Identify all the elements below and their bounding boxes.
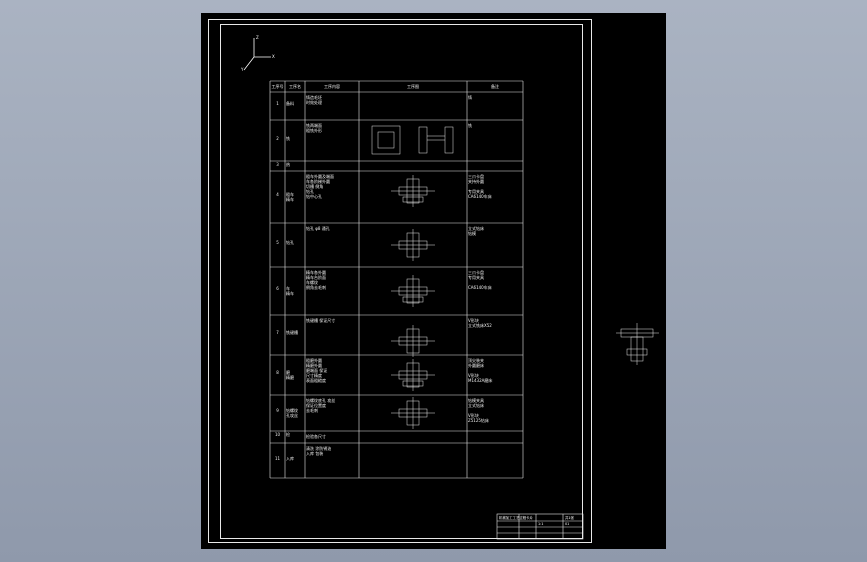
- table-row-7-name: 磨 精磨: [286, 370, 294, 380]
- table-row-2-note: [468, 164, 522, 172]
- table-row-9-name: 检: [286, 432, 290, 437]
- table-row-2-name: 热: [286, 162, 290, 167]
- axis-x-label: X: [272, 54, 275, 59]
- table-row-7-no: 8: [276, 370, 279, 375]
- table-row-5-content: 精车各外圆 精车台阶面 车螺纹 倒角去毛刺: [306, 270, 326, 290]
- table-row-1-name: 铣: [286, 135, 290, 141]
- table-row-2-content: [306, 164, 358, 172]
- drawing-canvas: Z X Y 机械加工工艺过程卡片 共1张 01 1:1 工序号工: [201, 13, 666, 549]
- table-row-3-note: 三爪卡盘 夹持外圆 专用夹具 CA6140车床: [468, 174, 492, 199]
- table-row-5-note: 三爪卡盘 专用夹具 CA6140车床: [468, 270, 492, 290]
- sketch-shaft-step-8: [402, 380, 424, 387]
- drawing-border-inner: [220, 24, 583, 539]
- table-row-8-note: 钻模夹具 立式钻床 V形块 Z5125钻床: [468, 398, 489, 423]
- table-row-10-content: 清洗 涂防锈油 入库 包装: [306, 446, 332, 456]
- table-header-0: 工序号: [271, 84, 284, 89]
- table-row-7-content: 粗磨外圆 精磨外圆 磨端面 保证 尺寸精度 表面粗糙度: [306, 358, 328, 383]
- table-header-2: 工序内容: [324, 84, 340, 89]
- title-block-sheet: 共1张: [565, 515, 575, 520]
- title-block-scale: 1:1: [538, 522, 543, 526]
- sketch-cross-left: [418, 126, 428, 154]
- table-row-7-note: 顶尖装夹 外圆磨床 V形块 M1432A磨床: [468, 358, 493, 383]
- cad-drawing: Z X Y 机械加工工艺过程卡片 共1张 01 1:1: [240, 35, 659, 540]
- sketch-shaft-step-6: [402, 296, 424, 303]
- table-row-2-no: 3: [276, 162, 279, 167]
- table-row-1-no: 2: [276, 135, 279, 141]
- axis-y-label: Y: [240, 67, 244, 72]
- table-header-1: 工序名: [289, 84, 301, 89]
- table-row-5-name: 车 精车: [286, 286, 294, 296]
- table-row-9-content: 检验各尺寸: [306, 434, 326, 439]
- table-row-8-name: 钻螺纹 孔攻丝: [286, 408, 298, 418]
- table-row-1-note: 铣: [468, 123, 472, 128]
- process-sketches: [371, 125, 454, 429]
- sketch-square-outer: [371, 125, 401, 155]
- table-row-0-name: 备料: [286, 101, 294, 106]
- title-block-part-name: 机械加工工艺过程卡片: [499, 515, 534, 520]
- side-view-sketch: [616, 323, 659, 365]
- sketch-shaft-step-4: [402, 196, 424, 203]
- table-row-6-name: 铣键槽: [286, 330, 298, 335]
- table-row-10-name: 入库: [286, 455, 294, 461]
- table-row-8-no: 9: [276, 408, 279, 413]
- table-row-6-no: 7: [276, 330, 279, 335]
- table-row-9-no: 10: [274, 432, 281, 437]
- process-table-grid: [269, 80, 524, 479]
- ucs-axes-icon: [243, 38, 271, 71]
- table-row-4-no: 5: [276, 240, 279, 245]
- sketch-cross-right: [444, 126, 454, 154]
- axis-z-label: Z: [256, 35, 259, 40]
- drawing-border-outer: [208, 19, 592, 543]
- table-row-0-no: 1: [276, 101, 279, 106]
- title-block-drawing-no: 01: [565, 522, 569, 526]
- title-block: [496, 513, 584, 540]
- table-row-10-no: 11: [274, 455, 281, 461]
- table-row-8-content: 钻螺纹底孔 攻丝 保证位置度 去毛刺: [306, 398, 336, 413]
- sketch-square-inner: [377, 131, 395, 149]
- table-row-0-content: 铸造毛坯 时效处理: [306, 95, 322, 105]
- table-row-0-note: 铸: [468, 95, 472, 100]
- table-row-4-content: 钻孔 φ8 通孔: [306, 226, 330, 231]
- table-row-1-content: 铣两端面 粗铣外形: [306, 123, 322, 133]
- table-row-3-content: 粗车外圆及端面 车各阶梯外圆 切槽 倒角 钻孔 钻中心孔: [306, 174, 334, 199]
- table-row-3-no: 4: [276, 192, 279, 197]
- table-row-5-no: 6: [276, 286, 279, 291]
- table-row-9-note: [468, 434, 522, 444]
- table-header-4: 备注: [491, 84, 499, 89]
- table-header-3: 工序图: [407, 84, 419, 89]
- table-row-4-note: 立式钻床 钻模: [468, 226, 484, 236]
- table-row-6-content: 铣键槽 保证尺寸: [306, 318, 336, 323]
- table-row-3-name: 粗车 精车: [286, 192, 294, 202]
- table-row-4-name: 钻孔: [286, 240, 294, 245]
- table-row-10-note: [468, 446, 522, 479]
- table-row-6-note: V形块 立式铣床X52: [468, 318, 492, 328]
